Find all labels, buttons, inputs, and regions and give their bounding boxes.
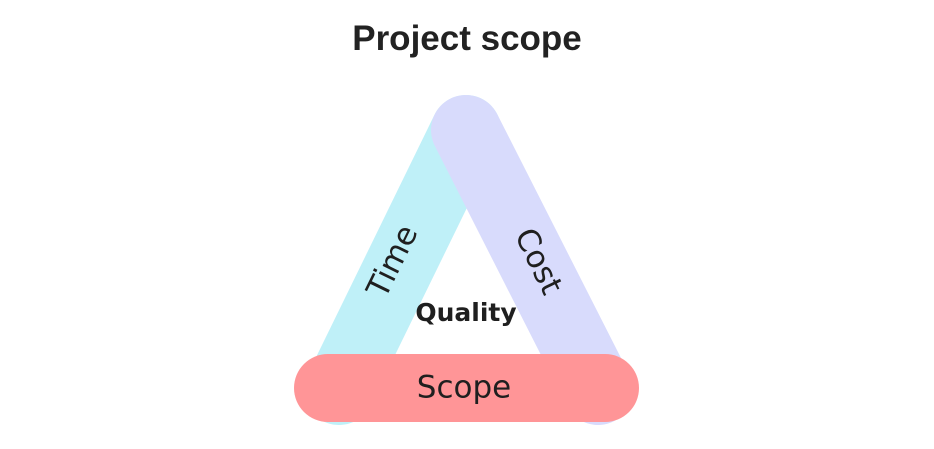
cost-band bbox=[431, 95, 633, 425]
time-band bbox=[304, 95, 501, 425]
quality-label: Quality bbox=[415, 298, 516, 327]
scope-label: Scope bbox=[417, 370, 511, 406]
scope-band bbox=[294, 354, 639, 422]
diagram-title: Project scope bbox=[352, 19, 582, 58]
